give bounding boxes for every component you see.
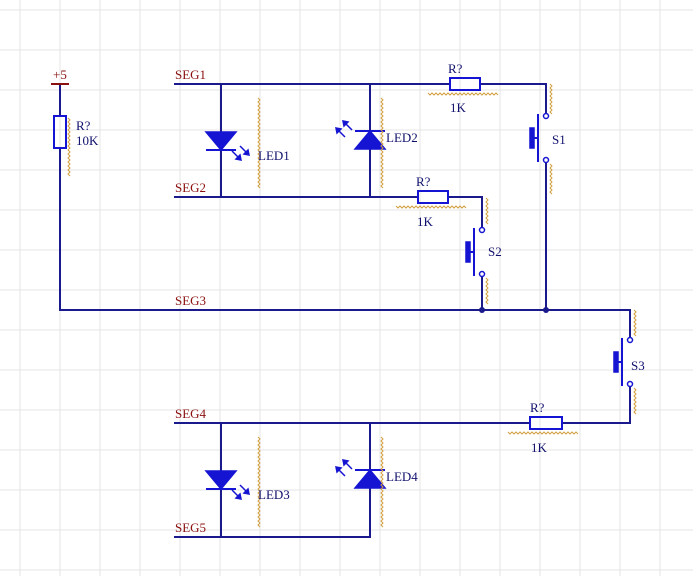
net-label-seg1[interactable]: SEG1	[175, 67, 206, 82]
net-labels: SEG1 SEG2 SEG3 SEG4 SEG5	[175, 67, 207, 535]
pin-hatch	[257, 436, 261, 528]
junction-dot	[543, 307, 549, 313]
switch-designator: S2	[488, 244, 502, 259]
switch-contact	[626, 336, 634, 344]
led-triangle	[204, 470, 238, 491]
resistor-body	[417, 190, 449, 204]
switch-contact	[478, 270, 486, 278]
pin-hatch	[427, 92, 499, 96]
switch-contact	[478, 226, 486, 234]
led2[interactable]: LED2	[335, 97, 418, 189]
wire-seg1-right	[479, 83, 547, 113]
resistor-body	[53, 115, 67, 149]
switch-s1[interactable]: S1	[529, 83, 566, 195]
net-label-seg3[interactable]: SEG3	[175, 293, 206, 308]
resistor-designator: R?	[76, 118, 91, 133]
wire-pullup-down	[59, 147, 631, 337]
light-arrows-icon	[335, 120, 353, 138]
pin-hatch	[485, 197, 489, 305]
switch-designator: S1	[552, 132, 566, 147]
switch-s3[interactable]: S3	[613, 309, 645, 415]
net-label-seg2[interactable]: SEG2	[175, 180, 206, 195]
junctions	[479, 307, 549, 313]
led-designator: LED2	[386, 130, 418, 145]
pin-hatch	[507, 431, 579, 435]
light-arrows-icon	[231, 484, 250, 500]
pin-hatch	[67, 117, 71, 177]
resistor-value: 10K	[76, 133, 99, 148]
resistor-designator: R?	[530, 400, 545, 415]
resistor-mid[interactable]: R? 1K	[395, 174, 467, 229]
switch-contact	[542, 156, 550, 164]
pin-hatch	[380, 97, 384, 189]
light-arrows-icon	[335, 459, 353, 477]
switch-contact	[626, 380, 634, 388]
resistor-designator: R?	[448, 61, 463, 76]
led3[interactable]: LED3	[204, 436, 290, 528]
led-triangle	[353, 468, 387, 489]
led-triangle	[204, 131, 238, 152]
resistor-value: 1K	[531, 440, 548, 455]
wire-seg2-right	[447, 196, 483, 227]
power-label: +5	[53, 67, 67, 82]
led1[interactable]: LED1	[204, 97, 290, 189]
net-label-seg4[interactable]: SEG4	[175, 406, 207, 421]
wires	[59, 83, 631, 538]
resistor-value: 1K	[450, 100, 467, 115]
resistor-bottom[interactable]: R? 1K	[507, 400, 579, 455]
wire-s3-down	[561, 387, 631, 424]
led-triangle	[353, 129, 387, 150]
switch-button	[613, 351, 619, 373]
resistor-body	[529, 416, 563, 430]
power-port[interactable]: +5	[51, 67, 69, 85]
led4[interactable]: LED4	[335, 436, 418, 528]
pin-hatch	[395, 205, 467, 209]
resistor-body	[449, 77, 481, 91]
resistor-designator: R?	[416, 174, 431, 189]
switch-designator: S3	[631, 358, 645, 373]
resistor-top[interactable]: R? 1K	[427, 61, 499, 115]
switch-button	[529, 127, 535, 149]
light-arrows-icon	[231, 145, 250, 161]
switch-s2[interactable]: S2	[465, 197, 502, 305]
switch-contact	[542, 112, 550, 120]
net-label-seg5[interactable]: SEG5	[175, 520, 206, 535]
resistor-pullup[interactable]: R? 10K	[53, 115, 99, 177]
pin-hatch	[549, 83, 553, 195]
switch-button	[465, 241, 471, 263]
led-designator: LED3	[258, 487, 290, 502]
pin-hatch	[380, 436, 384, 528]
resistor-value: 1K	[417, 214, 434, 229]
led-designator: LED4	[386, 469, 418, 484]
junction-dot	[479, 307, 485, 313]
pin-hatch	[633, 309, 637, 415]
led-designator: LED1	[258, 148, 290, 163]
pin-hatch	[257, 97, 261, 189]
